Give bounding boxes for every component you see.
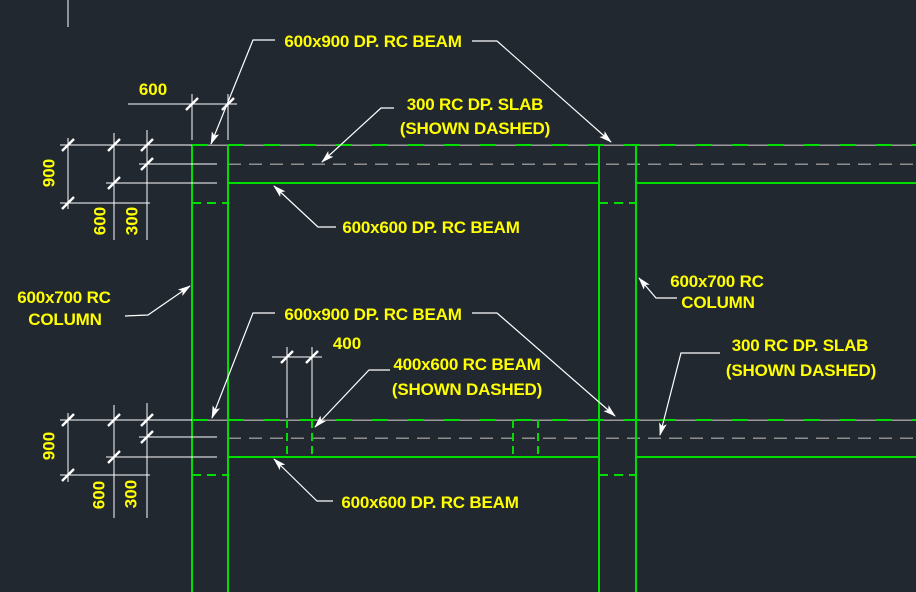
- dim-upper-300: 300: [123, 207, 142, 235]
- dim-upper-600: 600: [91, 207, 110, 235]
- label-left-column-line1: 600x700 RC: [17, 288, 110, 307]
- label-400x600-beam-line2: (SHOWN DASHED): [392, 380, 542, 399]
- label-right-column-line2: COLUMN: [681, 293, 754, 312]
- leader-lines: [124, 39, 720, 502]
- leader-left-column: [124, 285, 191, 317]
- dimension-ticks: [61, 97, 319, 482]
- dim-lower-300: 300: [122, 480, 141, 508]
- label-top-slab-line2: (SHOWN DASHED): [400, 119, 550, 138]
- annotations: 600x900 DP. RC BEAM 300 RC DP. SLAB (SHO…: [17, 32, 876, 512]
- label-right-slab-line1: 300 RC DP. SLAB: [732, 336, 869, 355]
- leader-bottom-600x600: [273, 458, 333, 502]
- leader-top-beam-right: [472, 40, 612, 143]
- leader-right-slab: [659, 352, 720, 436]
- leader-top-slab: [321, 107, 394, 163]
- dim-lower-900: 900: [40, 432, 59, 460]
- dim-beam-width-400: 400: [333, 334, 361, 353]
- leader-mid-beam-right: [472, 312, 616, 417]
- leader-top-beam-left: [210, 39, 275, 145]
- label-top-slab-line1: 300 RC DP. SLAB: [407, 95, 544, 114]
- leader-top-600x600: [273, 185, 336, 228]
- label-mid-beam-600x900: 600x900 DP. RC BEAM: [284, 305, 461, 324]
- dim-upper-900: 900: [40, 159, 59, 187]
- leader-mid-beam-left: [211, 312, 275, 419]
- label-right-column-line1: 600x700 RC: [670, 272, 763, 291]
- beam-column-lines: [191, 144, 916, 592]
- label-top-beam-600x600: 600x600 DP. RC BEAM: [342, 218, 519, 237]
- leader-right-column: [638, 277, 677, 299]
- label-right-slab-line2: (SHOWN DASHED): [726, 361, 876, 380]
- dimension-text: 600 400 900 600 300 900 600 300: [40, 80, 362, 509]
- label-bottom-beam-600x600: 600x600 DP. RC BEAM: [341, 493, 518, 512]
- dim-column-width-600: 600: [139, 80, 167, 99]
- dim-lower-600: 600: [90, 481, 109, 509]
- leader-400x600-beam: [314, 369, 390, 428]
- label-left-column-line2: COLUMN: [28, 310, 101, 329]
- dimension-lines: [60, 0, 322, 518]
- label-top-beam-600x900: 600x900 DP. RC BEAM: [284, 32, 461, 51]
- label-400x600-beam-line1: 400x600 RC BEAM: [393, 355, 540, 374]
